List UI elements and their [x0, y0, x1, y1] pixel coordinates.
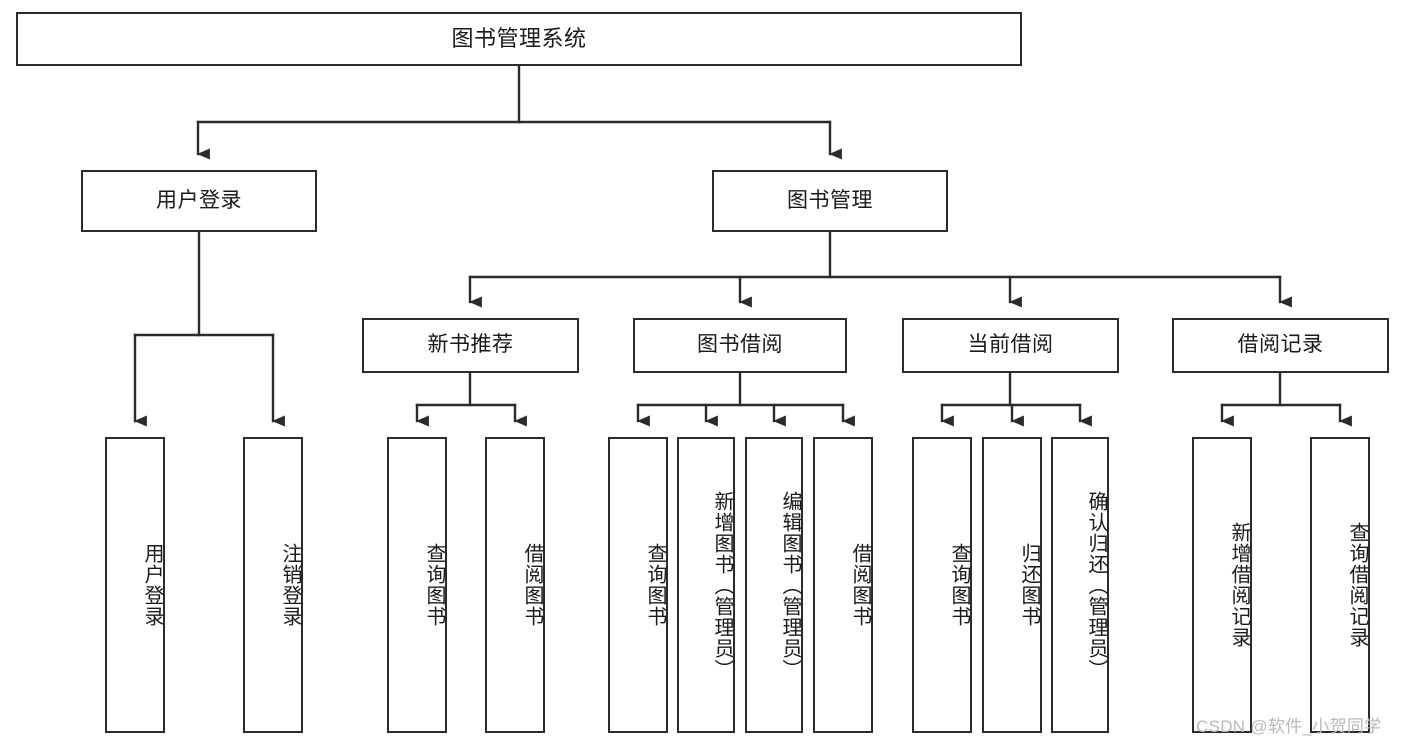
leaf-user-login[interactable]: 用户登录 [105, 437, 165, 733]
node-new-book-recommend-label: 新书推荐 [427, 333, 514, 357]
node-book-management-label: 图书管理 [787, 188, 873, 212]
node-book-borrow[interactable]: 图书借阅 [633, 318, 847, 373]
leaf-return-book[interactable]: 归还图书 [982, 437, 1042, 733]
watermark: CSDN @软件_小贺同学 [1196, 717, 1382, 736]
leaf-return-book-label: 归还图书 [1018, 543, 1040, 627]
leaf-edit-book-admin-label: 编辑图书（管理员） [779, 490, 801, 680]
leaf-query-book-current[interactable]: 查询图书 [912, 437, 972, 733]
leaf-query-book-newbook-label: 查询图书 [423, 543, 445, 627]
leaf-query-book-newbook[interactable]: 查询图书 [387, 437, 447, 733]
node-root-label: 图书管理系统 [451, 26, 587, 52]
leaf-lend-book-label: 借阅图书 [849, 543, 871, 627]
leaf-user-login-label: 用户登录 [141, 543, 163, 627]
leaf-query-book-borrow-label: 查询图书 [644, 543, 666, 627]
leaf-confirm-return-admin-label: 确认归还（管理员） [1085, 490, 1107, 680]
node-new-book-recommend[interactable]: 新书推荐 [362, 318, 579, 373]
node-user-login-label: 用户登录 [156, 188, 242, 212]
leaf-query-book-current-label: 查询图书 [948, 543, 970, 627]
node-borrow-record-label: 借阅记录 [1237, 333, 1324, 357]
node-current-borrow-label: 当前借阅 [967, 333, 1054, 357]
leaf-confirm-return-admin[interactable]: 确认归还（管理员） [1051, 437, 1109, 733]
node-borrow-record[interactable]: 借阅记录 [1172, 318, 1389, 373]
leaf-add-borrow-record-label: 新增借阅记录 [1228, 522, 1250, 648]
node-root[interactable]: 图书管理系统 [16, 12, 1022, 66]
leaf-add-borrow-record[interactable]: 新增借阅记录 [1192, 437, 1252, 733]
leaf-borrow-book-newbook[interactable]: 借阅图书 [485, 437, 545, 733]
node-current-borrow[interactable]: 当前借阅 [902, 318, 1119, 373]
leaf-query-book-borrow[interactable]: 查询图书 [608, 437, 668, 733]
leaf-lend-book[interactable]: 借阅图书 [813, 437, 873, 733]
leaf-query-borrow-record-label: 查询借阅记录 [1346, 522, 1368, 648]
leaf-edit-book-admin[interactable]: 编辑图书（管理员） [745, 437, 803, 733]
leaf-logout-label: 注销登录 [279, 543, 301, 627]
node-user-login[interactable]: 用户登录 [81, 170, 317, 232]
leaf-logout[interactable]: 注销登录 [243, 437, 303, 733]
node-book-borrow-label: 图书借阅 [697, 333, 783, 357]
leaf-add-book-admin-label: 新增图书（管理员） [711, 490, 733, 680]
leaf-borrow-book-newbook-label: 借阅图书 [521, 543, 543, 627]
leaf-query-borrow-record[interactable]: 查询借阅记录 [1310, 437, 1370, 733]
node-book-management[interactable]: 图书管理 [712, 170, 948, 232]
leaf-add-book-admin[interactable]: 新增图书（管理员） [677, 437, 735, 733]
